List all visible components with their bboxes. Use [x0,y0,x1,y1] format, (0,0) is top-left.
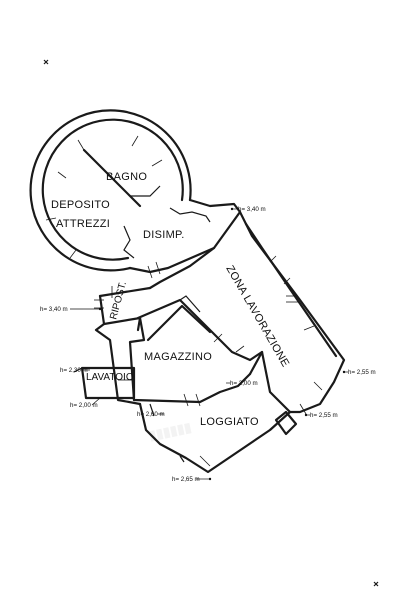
label-loggiato: LOGGIATO [200,416,259,428]
label-disimp: DISIMP. [143,229,185,241]
svg-text:h= 2,30 m: h= 2,30 m [60,367,88,374]
height-bottom: h= 2,65 m [172,476,212,483]
corner-marks [43,59,379,587]
svg-text:h= 2,00 m: h= 2,00 m [70,402,98,409]
height-right-upper: h= 2,55 m [342,369,376,376]
height-lavatoio-top: h= 2,30 m [60,367,90,374]
height-inner: h= 2,00 m [226,380,258,387]
label-attrezzi: ATTREZZI [56,218,110,230]
round-tower-walls [29,109,192,272]
opening-ticks [94,255,323,467]
height-annotations: h= 3,40 m h= 3,40 m h= 2,30 m h= 2,00 m … [40,206,376,483]
svg-text:h= 2,65 m: h= 2,65 m [172,476,200,483]
height-lavatoio-bottom: h= 2,00 m [70,397,101,409]
label-magazzino: MAGAZZINO [144,351,212,363]
svg-text:h= 2,55 m: h= 2,55 m [310,412,338,419]
height-center: h= 2,60 m [137,411,165,418]
label-bagno: BAGNO [106,171,147,183]
height-top-right: h= 3,40 m [230,206,266,213]
svg-text:h= 3,40 m: h= 3,40 m [40,306,68,313]
svg-text:h= 2,60 m: h= 2,60 m [137,411,165,418]
label-ripost: RIPOST. [108,280,129,320]
svg-text:h= 2,55 m: h= 2,55 m [348,369,376,376]
main-building-walls [94,210,346,474]
height-left: h= 3,40 m [40,306,102,313]
label-lavatoio: LAVATOIO [86,372,134,383]
svg-text:h= 3,40 m: h= 3,40 m [238,206,266,213]
label-deposito: DEPOSITO [51,199,110,211]
lavatoio-walls [73,366,136,400]
svg-text:h= 2,00 m: h= 2,00 m [230,380,258,387]
height-right-lower: h= 2,55 m [304,412,338,419]
disimp-walls [123,198,242,274]
